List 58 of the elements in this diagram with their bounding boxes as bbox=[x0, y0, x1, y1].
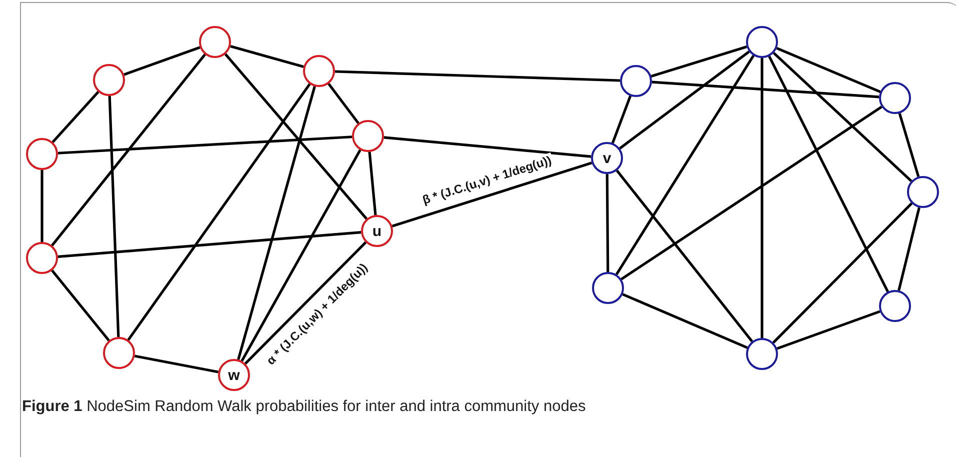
empty-circle-node bbox=[746, 338, 778, 370]
node-label: u bbox=[372, 224, 382, 238]
empty-circle-node bbox=[907, 176, 939, 208]
graph-node bbox=[218, 359, 250, 391]
edge-line bbox=[224, 53, 368, 220]
edge-line bbox=[108, 96, 120, 338]
edge-line bbox=[776, 47, 881, 93]
edge-line bbox=[615, 54, 755, 276]
edge-line bbox=[384, 136, 592, 158]
graph-node bbox=[591, 142, 623, 174]
edge-line bbox=[328, 83, 360, 124]
empty-circle-node bbox=[879, 290, 911, 322]
edge-line bbox=[52, 90, 100, 144]
edge-line bbox=[772, 202, 913, 344]
empty-circle-node bbox=[26, 138, 58, 170]
empty-circle-node bbox=[352, 120, 384, 152]
edge-line bbox=[619, 50, 750, 150]
edge-line bbox=[134, 354, 219, 374]
node-label: v bbox=[602, 150, 612, 166]
edge-line bbox=[237, 86, 316, 360]
edge-line bbox=[58, 136, 352, 154]
edge-line bbox=[40, 170, 44, 242]
empty-circle-node bbox=[26, 242, 58, 274]
edge-line bbox=[244, 241, 367, 365]
edge-line bbox=[620, 106, 882, 280]
edge-line bbox=[127, 83, 311, 341]
edge-line bbox=[50, 54, 206, 246]
edge-line bbox=[616, 170, 754, 342]
edge-line bbox=[650, 45, 748, 78]
edge-line bbox=[611, 96, 632, 144]
empty-circle-node bbox=[592, 272, 624, 304]
edge-line bbox=[606, 174, 610, 272]
edge-line bbox=[51, 270, 110, 342]
empty-circle-node bbox=[103, 337, 135, 369]
edge-line bbox=[898, 207, 920, 291]
empty-circle-node bbox=[746, 26, 778, 58]
edge-line bbox=[652, 80, 880, 98]
edge-line bbox=[368, 152, 377, 216]
empty-circle-node bbox=[199, 26, 231, 58]
edge-line bbox=[230, 45, 304, 68]
edge-line bbox=[124, 46, 200, 76]
edge-line bbox=[58, 230, 362, 258]
edge-line bbox=[392, 162, 592, 228]
edge-line bbox=[776, 310, 880, 350]
edge-line bbox=[768, 56, 889, 292]
node-label: w bbox=[228, 368, 240, 382]
edge-line bbox=[334, 70, 620, 82]
empty-circle-node bbox=[93, 64, 125, 96]
edge-line bbox=[772, 52, 912, 182]
edge-line bbox=[622, 293, 748, 349]
figure-caption: Figure 1 NodeSim Random Walk probabilities for inter and intra community nodes bbox=[22, 398, 586, 416]
edge-line bbox=[760, 58, 764, 338]
empty-circle-node bbox=[620, 65, 652, 97]
edge-line bbox=[240, 149, 362, 362]
edge-line bbox=[898, 112, 920, 178]
empty-circle-node bbox=[303, 55, 335, 87]
empty-circle-node bbox=[879, 82, 911, 114]
graph-node bbox=[361, 215, 393, 247]
